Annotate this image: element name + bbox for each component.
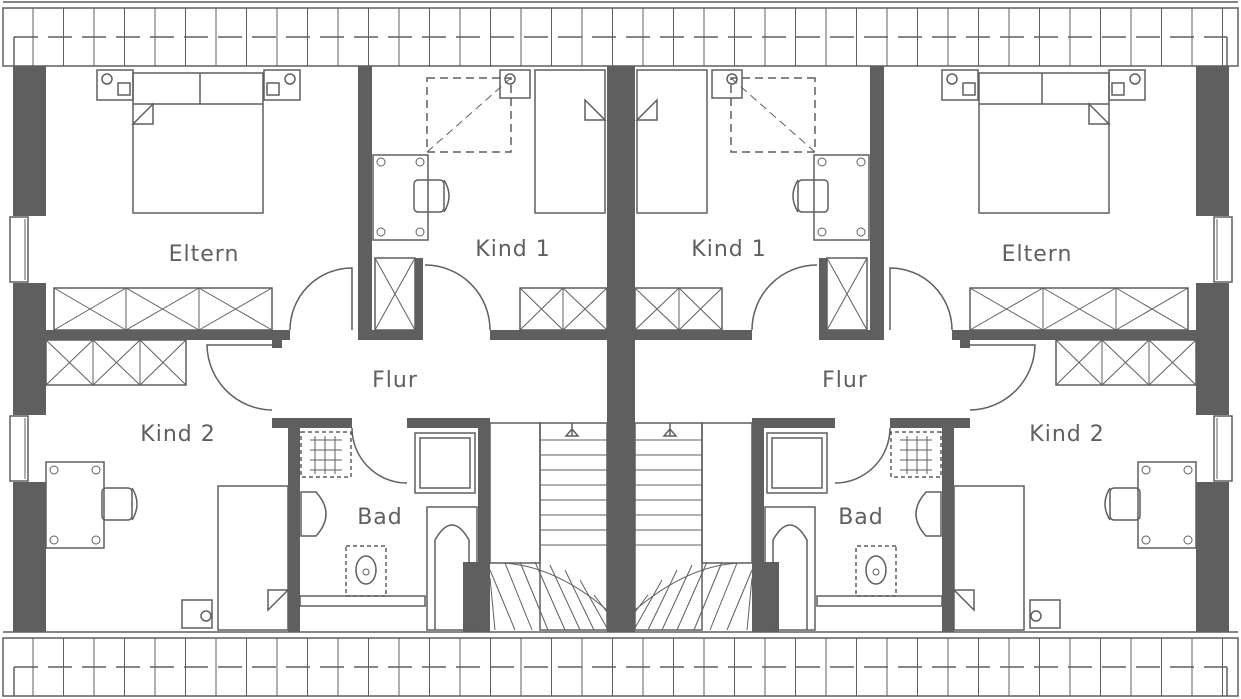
room-label-kind1: Kind 1 <box>691 237 766 262</box>
room-labels-right: Eltern Kind 1 Kind 2 Flur Bad <box>691 237 1104 530</box>
room-label-flur: Flur <box>372 368 418 393</box>
roof-bottom <box>2 631 1239 697</box>
room-labels-left: Eltern Kind 1 Kind 2 Flur Bad <box>140 237 550 530</box>
room-label-kind2: Kind 2 <box>140 422 215 447</box>
party-wall <box>607 66 635 632</box>
house-left <box>9 65 609 633</box>
room-label-bad: Bad <box>357 505 403 530</box>
room-label-flur: Flur <box>822 368 868 393</box>
room-label-eltern: Eltern <box>169 242 240 267</box>
room-label-kind1: Kind 1 <box>475 237 550 262</box>
room-label-kind2: Kind 2 <box>1029 422 1104 447</box>
room-label-eltern: Eltern <box>1002 242 1073 267</box>
roof-top <box>2 1 1239 67</box>
house-right <box>633 65 1233 633</box>
room-label-bad: Bad <box>838 505 884 530</box>
